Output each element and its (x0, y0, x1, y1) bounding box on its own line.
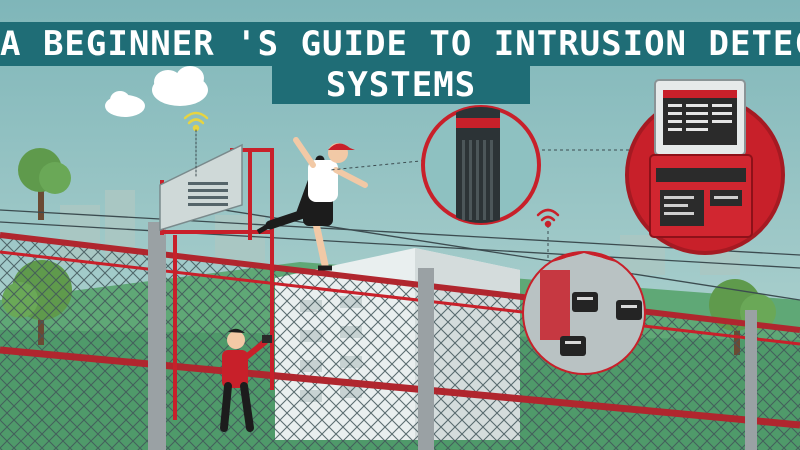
title-banner (0, 22, 800, 66)
jumping-intruder (256, 137, 368, 271)
chain-link-fence (0, 232, 800, 450)
fence-posts (148, 222, 757, 450)
alarm-panel-icon (625, 79, 785, 255)
wifi-signal-icon (536, 208, 560, 228)
page-title-line2: SYSTEMS (325, 65, 477, 105)
sensor-panel (159, 143, 243, 232)
climbing-intruder (220, 328, 272, 432)
cloud-icon (105, 66, 208, 117)
wifi-signal-icon (183, 111, 209, 179)
barbed-wire (0, 199, 800, 301)
sensor-device-icon (560, 292, 642, 356)
magnifier-sensor-closeup (421, 105, 541, 225)
page-title: A BEGINNER 'S GUIDE TO INTRUSION DETECTI… (0, 24, 800, 64)
callout-lines (329, 149, 640, 258)
magnifier-sensor-devices (522, 251, 646, 375)
title-banner-line2 (272, 66, 530, 104)
